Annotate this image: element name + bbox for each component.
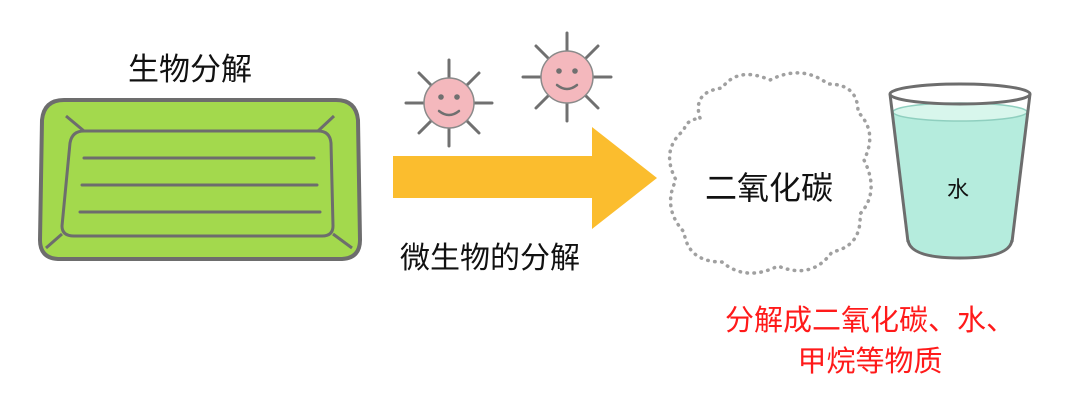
result-text-line-1: 分解成二氧化碳、水、 xyxy=(724,303,1015,337)
co2-label: 二氧化碳 xyxy=(705,169,834,207)
glass-side-left xyxy=(888,93,910,243)
glass-bottom xyxy=(906,239,1014,260)
arrow-label: 微生物的分解 xyxy=(400,241,580,276)
microbe-2-eye-left xyxy=(556,68,562,74)
glass-rim xyxy=(888,82,1032,106)
biodegradation-title: 生物分解 xyxy=(128,52,252,88)
microbe-1-eye-right xyxy=(454,94,460,100)
microbe-1-spikes xyxy=(404,58,494,148)
tray-corner-br xyxy=(332,232,353,250)
tray-corner-bl xyxy=(45,232,63,250)
microbe-2-smile xyxy=(555,83,579,91)
tray-corner-tl xyxy=(65,114,85,133)
tray xyxy=(38,98,362,261)
water-label: 水 xyxy=(947,178,970,203)
glass-side-right xyxy=(1010,93,1032,243)
microbe-1-eye-left xyxy=(438,94,444,100)
co2-cloud xyxy=(667,71,873,275)
tray-corner-tr xyxy=(316,114,336,133)
microbe-1-body xyxy=(423,77,475,129)
microbe-2 xyxy=(521,31,613,123)
water-glass xyxy=(888,82,1032,260)
glass-water xyxy=(893,112,1027,258)
microbe-1-smile xyxy=(437,109,461,117)
microbe-2-body xyxy=(540,50,594,104)
glass-water-surface xyxy=(892,102,1028,122)
microbe-2-spikes xyxy=(521,31,613,123)
result-text-line-2: 甲烷等物质 xyxy=(797,344,943,378)
decomposition-arrow xyxy=(393,127,657,229)
microbe-1 xyxy=(404,58,494,148)
microbe-2-eye-right xyxy=(572,68,578,74)
